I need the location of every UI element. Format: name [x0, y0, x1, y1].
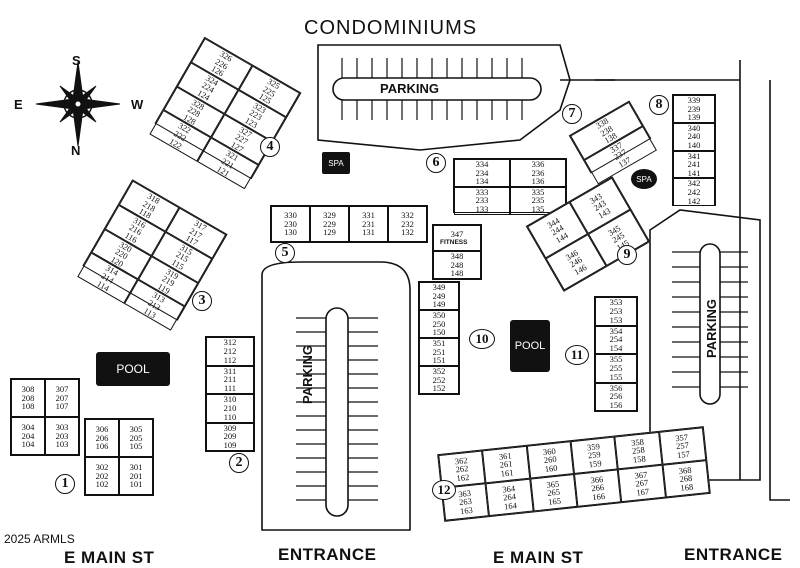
unit-cell: 310 210 110	[206, 394, 254, 423]
unit-cell: 307 207 107	[45, 379, 79, 417]
street-label-east: E MAIN ST	[493, 548, 584, 567]
unit-cell: 356 256 156	[595, 382, 637, 411]
building-2: 312 212 112 311 211 111 310 210 110 309 …	[205, 336, 255, 452]
condominiums-label: CONDOMINIUMS	[304, 17, 478, 39]
unit-cell: 302 202 102	[85, 457, 119, 495]
building-5: 330 230 130 329 229 129 331 231 131 332 …	[270, 205, 428, 243]
unit-cell: 351 251 151	[419, 338, 459, 366]
building-number-5: 5	[275, 243, 295, 263]
unit-cell: 335 235 135	[510, 186, 566, 215]
unit-cell: 358 258 158	[614, 431, 663, 470]
building-8: 339 239 139 340 240 140 341 241 141 342 …	[672, 94, 716, 207]
building-number-7: 7	[562, 104, 582, 124]
building-1-west: 308 208 108 307 207 107 304 204 104 303 …	[10, 378, 80, 456]
building-number-10: 10	[469, 329, 495, 349]
spa-amenity-east: SPA	[631, 169, 657, 189]
unit-cell: 311 211 111	[206, 365, 254, 394]
unit-cell: 308 208 108	[11, 379, 45, 417]
unit-cell: 365 265 165	[529, 474, 578, 512]
unit-cell: 352 252 152	[419, 366, 459, 394]
unit-cell: 341 241 141	[673, 150, 715, 179]
unit-cell: 329 229 129	[310, 206, 349, 242]
unit-cell: 305 205 105	[119, 419, 153, 457]
pool-label: POOL	[514, 340, 546, 352]
building-10-lower: 349 249 149 350 250 150 351 251 151 352 …	[418, 281, 460, 395]
unit-cell: 336 236 136	[510, 159, 566, 187]
building-6: 334 234 134 336 236 136 333 233 133 335 …	[453, 158, 567, 215]
fitness-label: FITNESS	[440, 239, 468, 246]
unit-cell: 303 203 103	[45, 417, 79, 455]
parking-label-top: PARKING	[380, 81, 439, 96]
unit-cell: 361 261 161	[482, 445, 530, 484]
parking-label-right: PARKING	[704, 299, 719, 358]
pool-label: POOL	[116, 362, 150, 376]
building-number-8: 8	[649, 95, 669, 115]
unit-cell: 357 257 157	[658, 427, 707, 465]
building-number-11: 11	[565, 345, 589, 365]
compass-west: W	[131, 97, 144, 112]
pool-amenity-east: POOL	[510, 320, 550, 372]
unit-cell: 301 201 101	[119, 457, 153, 495]
unit-cell: 355 255 155	[595, 354, 637, 383]
unit-cell: 330 230 130	[271, 206, 310, 242]
building-number-9: 9	[617, 245, 637, 265]
building-number-1: 1	[55, 474, 75, 494]
building-number-3: 3	[192, 291, 212, 311]
spa-label: SPA	[636, 174, 652, 184]
unit-cell: 349 249 149	[419, 282, 459, 310]
entrance-label-east: ENTRANCE	[684, 545, 783, 564]
unit-cell: 332 232 132	[388, 206, 427, 242]
unit-cell: 304 204 104	[11, 417, 45, 455]
unit-cell: 364 264 164	[485, 478, 534, 517]
unit-cell: 353 253 153	[595, 297, 637, 326]
unit-cell: 350 250 150	[419, 310, 459, 338]
unit-cell: 306 206 106	[85, 419, 119, 457]
unit-cell: 368 268 168	[662, 460, 710, 498]
copyright-text: 2025 ARMLS	[4, 532, 75, 546]
street-label-west: E MAIN ST	[64, 548, 155, 567]
building-10: 347 247 348 248 148	[432, 224, 482, 280]
building-number-4: 4	[260, 137, 280, 157]
unit-cell: 334 234 134	[454, 159, 510, 187]
unit-cell: 340 240 140	[673, 122, 715, 151]
unit-cell: 333 233 133	[454, 186, 510, 215]
unit-cell: 309 209 109	[206, 422, 254, 451]
unit-cell: 354 254 154	[595, 325, 637, 354]
building-1-east: 306 206 106 305 205 105 302 202 102 301 …	[84, 418, 154, 496]
building-number-6: 6	[426, 153, 446, 173]
spa-amenity-west: SPA	[322, 152, 350, 174]
entrance-label-west: ENTRANCE	[278, 545, 377, 564]
compass-north: N	[71, 143, 81, 158]
unit-cell: 342 242 142	[673, 178, 715, 207]
unit-cell: 366 266 166	[573, 469, 622, 507]
spa-label: SPA	[328, 158, 344, 168]
unit-cell: 359 259 159	[570, 436, 619, 475]
unit-cell: 339 239 139	[673, 95, 715, 123]
compass-east: E	[14, 97, 24, 112]
unit-cell: 312 212 112	[206, 337, 254, 366]
building-11: 353 253 153 354 254 154 355 255 155 356 …	[594, 296, 638, 412]
pool-amenity-west: POOL	[96, 352, 170, 386]
building-number-12: 12	[432, 480, 456, 500]
building-number-2: 2	[229, 453, 249, 473]
unit-cell: 367 267 167	[618, 464, 666, 503]
unit-cell: 348 248 148	[433, 251, 481, 279]
parking-label-center: PARKING	[300, 345, 315, 404]
unit-cell: 331 231 131	[349, 206, 388, 242]
unit-cell: 360 260 160	[526, 441, 574, 479]
compass-south: S	[72, 53, 82, 68]
